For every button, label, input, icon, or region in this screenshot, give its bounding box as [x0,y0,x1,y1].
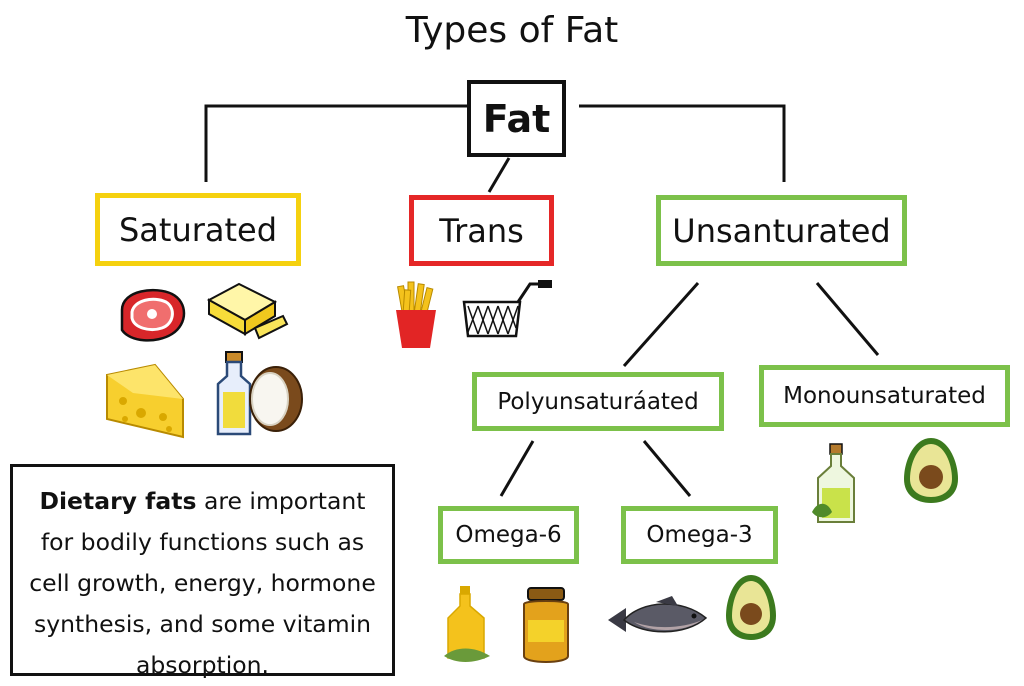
oil-bottle-icon [444,586,490,662]
oil-bottle-icon [216,351,252,436]
olive-oil-icon [812,443,855,523]
avocado-icon [904,438,958,503]
node-trans: Trans [409,195,554,266]
connector-unsaturated-poly [622,282,700,367]
connector-unsaturated-mono [815,282,880,356]
node-unsaturated: Unsanturated [656,195,907,266]
cheese-icon [106,363,184,439]
fish-icon [608,596,708,633]
connector-root-unsaturated [579,104,786,182]
avocado-icon [726,575,776,640]
note-bold: Dietary fats [39,487,197,515]
diagram-title: Types of Fat [405,10,619,51]
dietary-fats-note: Dietary fats are important for bodily fu… [10,464,395,679]
fries-icon [396,281,436,348]
node-monounsaturated: Monounsaturated [759,365,1010,427]
connector-root-saturated [204,104,467,182]
node-saturated: Saturated [95,193,301,266]
connector-poly-omega3 [642,440,692,497]
steak-icon [120,288,186,342]
fryer-basket-icon [462,280,552,338]
node-polyunsaturated: Polyunsaturáated [472,372,724,431]
node-omega-6: Omega-6 [438,506,579,564]
note-text: are important for bodily functions such … [29,487,376,679]
connector-poly-omega6 [499,440,535,497]
butter-icon [206,282,289,340]
honey-jar-icon [523,587,569,663]
node-fat: Fat [467,80,566,157]
node-omega-3: Omega-3 [621,506,778,564]
coconut-icon [249,366,303,432]
connector-root-trans [487,157,511,193]
